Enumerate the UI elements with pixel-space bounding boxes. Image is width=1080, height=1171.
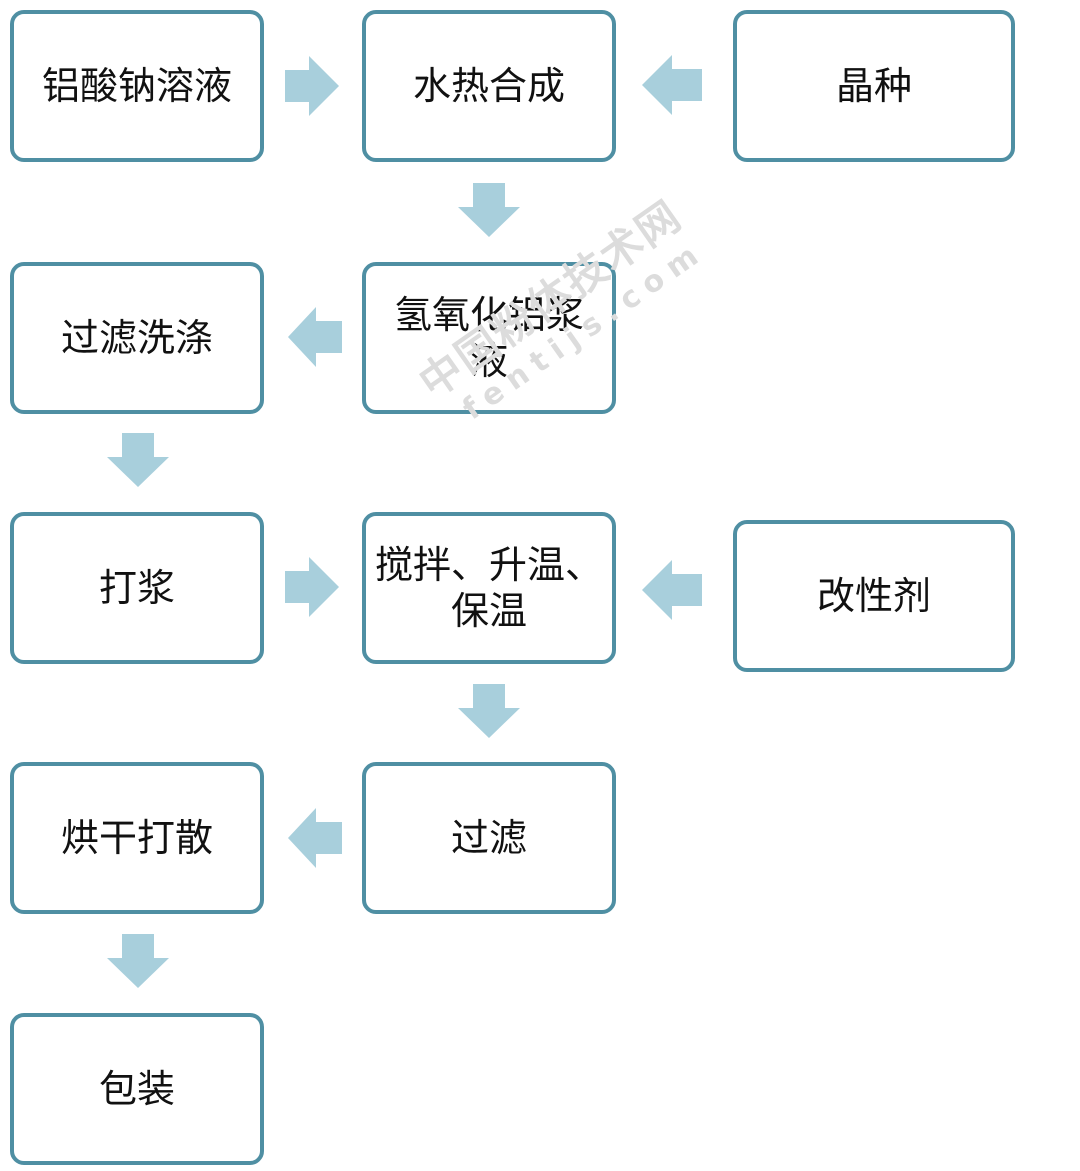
- step-label: 改性剂: [816, 574, 931, 618]
- step-label: 过滤: [450, 816, 527, 860]
- arrow-down-icon: [458, 684, 520, 738]
- arrow-down-icon: [107, 934, 169, 988]
- arrow-down-icon: [458, 183, 520, 237]
- step-stir-heat-hold: 搅拌、升温、保温: [362, 512, 616, 664]
- step-label: 水热合成: [412, 64, 565, 108]
- step-label: 包装: [98, 1067, 175, 1111]
- step-dry-disperse: 烘干打散: [10, 762, 264, 914]
- step-label: 过滤洗涤: [60, 316, 213, 360]
- step-label: 搅拌、升温、保温: [374, 543, 603, 633]
- arrow-left-icon: [288, 808, 342, 868]
- arrow-left-icon: [642, 560, 702, 620]
- arrow-right-icon: [285, 557, 339, 617]
- step-label: 氢氧化铝浆液: [393, 293, 584, 383]
- step-label: 铝酸钠溶液: [41, 64, 232, 108]
- arrow-down-icon: [107, 433, 169, 487]
- step-sodium-aluminate: 铝酸钠溶液: [10, 10, 264, 162]
- arrow-right-icon: [285, 56, 339, 116]
- arrow-left-icon: [642, 55, 702, 115]
- step-seed-crystal: 晶种: [733, 10, 1015, 162]
- step-label: 晶种: [835, 64, 912, 108]
- step-label: 打浆: [98, 566, 175, 610]
- step-aluminum-hydroxide-slurry: 氢氧化铝浆液: [362, 262, 616, 414]
- step-hydrothermal-synthesis: 水热合成: [362, 10, 616, 162]
- step-pulping: 打浆: [10, 512, 264, 664]
- step-label: 烘干打散: [60, 816, 213, 860]
- step-filter-wash: 过滤洗涤: [10, 262, 264, 414]
- step-modifier: 改性剂: [733, 520, 1015, 672]
- step-packaging: 包装: [10, 1013, 264, 1165]
- arrow-left-icon: [288, 307, 342, 367]
- step-filter: 过滤: [362, 762, 616, 914]
